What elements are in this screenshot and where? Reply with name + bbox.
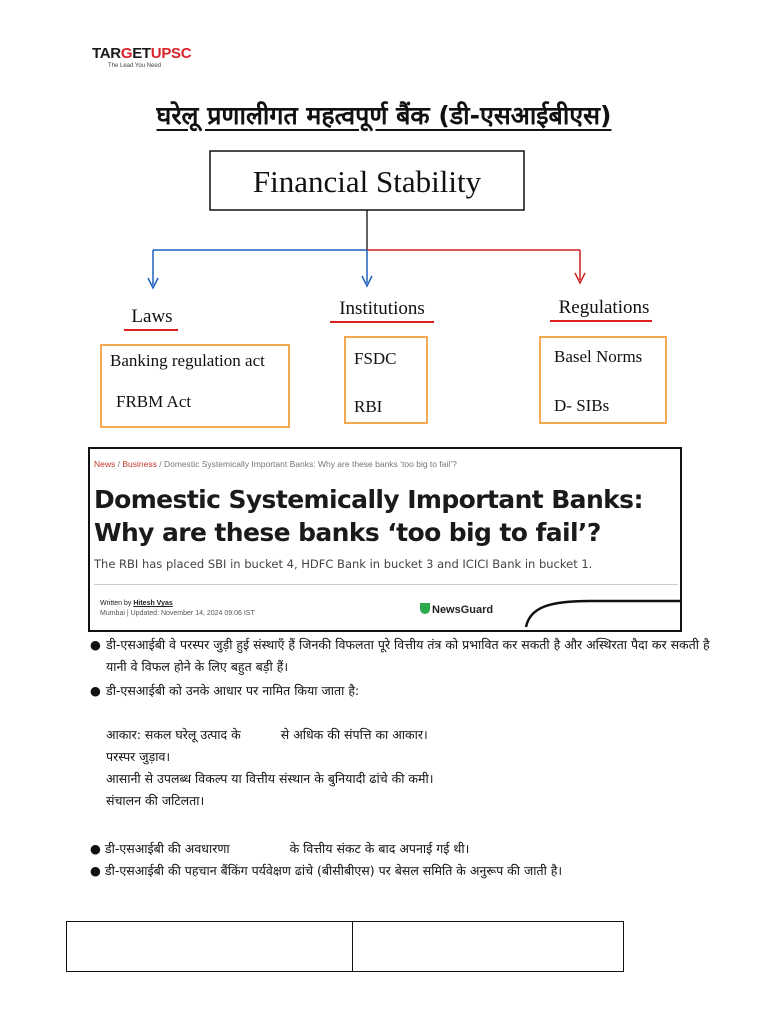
laws-item-2: FRBM Act: [116, 392, 191, 411]
bullet-item: ● डी-एसआईबी की अवधारणाके वित्तीय संकट के…: [90, 841, 470, 856]
news-subheading: The RBI has placed SBI in bucket 4, HDFC…: [94, 557, 593, 571]
heading-institutions: Institutions: [339, 298, 425, 319]
breadcrumb-business: Business: [122, 459, 157, 469]
institutions-item-2: RBI: [354, 397, 383, 416]
regulations-box: [539, 336, 667, 424]
decorative-curve-icon: [524, 599, 680, 628]
breadcrumb: News / Business / Domestic Systemically …: [94, 459, 457, 469]
root-box: [209, 150, 525, 211]
table-cell: [353, 922, 623, 971]
criteria-list: आकार: सकल घरेलू उत्पाद केसे अधिक की संपत…: [106, 724, 706, 812]
heading-laws: Laws: [131, 306, 172, 327]
regulations-item-1: Basel Norms: [554, 347, 642, 366]
bullet-item: ● डी-एसआईबी वे परस्पर जुड़ी हुई संस्थाएँ…: [90, 634, 730, 678]
news-divider: [94, 584, 678, 585]
table-cell: [67, 922, 353, 971]
news-headline: Domestic Systemically Important Banks: W…: [94, 485, 643, 547]
empty-table: [66, 921, 624, 972]
logo-wordmark: TARGETUPSC: [92, 45, 192, 62]
arrow-laws-head: [147, 277, 159, 290]
newsguard-shield-icon: [420, 603, 430, 614]
bullet-list-2: ● डी-एसआईबी की अवधारणाके वित्तीय संकट के…: [90, 838, 730, 882]
institutions-item-1: FSDC: [354, 349, 397, 368]
bullet-dot-icon: ●: [90, 863, 101, 878]
criteria-item: संचालन की जटिलता।: [106, 793, 205, 808]
newsguard-badge: NewsGuard: [420, 603, 493, 616]
news-dateline: Mumbai | Updated: November 14, 2024 09:0…: [100, 610, 255, 617]
bullet-item: ● डी-एसआईबी की पहचान बैंकिंग पर्यवेक्षण …: [90, 863, 563, 878]
institutions-box: [344, 336, 428, 424]
bullet-dot-icon: ●: [90, 637, 101, 652]
bullet-list-1: ● डी-एसआईबी वे परस्पर जुड़ी हुई संस्थाएँ…: [90, 634, 730, 702]
laws-item-1: Banking regulation act: [110, 351, 265, 370]
page-title: घरेलू प्रणालीगत महत्वपूर्ण बैंक (डी-एसआई…: [156, 101, 612, 130]
bullet-dot-icon: ●: [90, 683, 101, 698]
news-clipping: News / Business / Domestic Systemically …: [88, 447, 682, 632]
bullet-item: ● डी-एसआईबी को उनके आधार पर नामित किया ज…: [90, 680, 730, 702]
arrow-regulations-head: [574, 272, 586, 285]
criteria-item: आकार: सकल घरेलू उत्पाद केसे अधिक की संपत…: [106, 727, 428, 742]
author-name: Hitesh Vyas: [133, 600, 173, 607]
logo-tagline: The Lead You Need: [108, 63, 162, 69]
criteria-item: आसानी से उपलब्ध विकल्प या वित्तीय संस्था…: [106, 771, 434, 786]
heading-regulations: Regulations: [559, 297, 650, 318]
breadcrumb-news: News: [94, 459, 116, 469]
bullet-dot-icon: ●: [90, 841, 101, 856]
criteria-item: परस्पर जुड़ाव।: [106, 749, 171, 764]
root-label: Financial Stability: [253, 164, 482, 199]
financial-stability-diagram: Financial Stability Laws Institutions Re…: [100, 150, 667, 428]
breadcrumb-article: Domestic Systemically Important Banks: W…: [163, 459, 457, 469]
news-byline: Written by Hitesh Vyas Mumbai | Updated:…: [100, 600, 255, 617]
arrow-institutions-head: [361, 275, 373, 288]
target-upsc-logo: TARGETUPSC The Lead You Need: [92, 45, 192, 70]
regulations-item-2: D- SIBs: [554, 396, 609, 415]
laws-box: [100, 344, 290, 428]
